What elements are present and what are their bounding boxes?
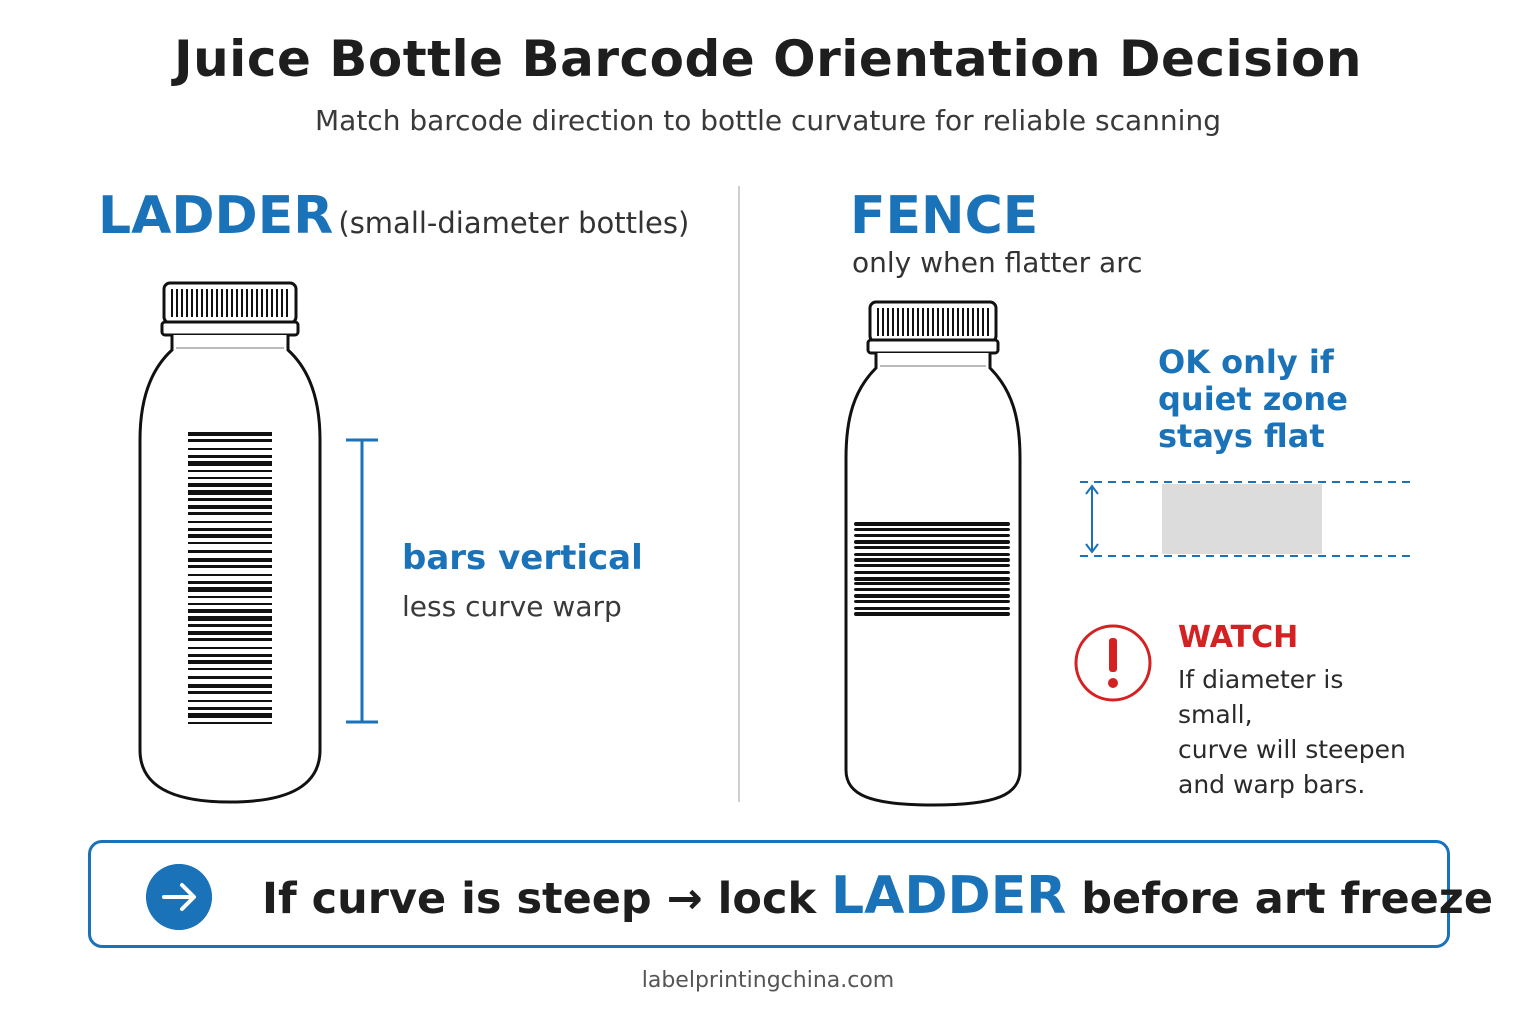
fence-qualifier: only when flatter arc [852, 246, 1143, 279]
barcode-bar [188, 616, 272, 621]
barcode-bar [188, 713, 272, 718]
barcode-bar [188, 707, 272, 710]
watch-line: and warp bars. [1178, 770, 1366, 799]
barcode-bar [188, 603, 272, 605]
watch-line: curve will steepen [1178, 735, 1406, 764]
quiet-zone-diagram [1080, 481, 1410, 557]
ok-note-line: OK only if [1158, 343, 1334, 381]
barcode-bar [188, 432, 272, 436]
barcode-bar [188, 439, 272, 442]
page-title: Juice Bottle Barcode Orientation Decisio… [173, 30, 1362, 88]
barcode-bar [188, 654, 272, 657]
barcode-bar [854, 577, 1010, 581]
quiet-zone-block [1162, 484, 1322, 554]
barcode-bar [188, 581, 272, 584]
callout-part2: before art freeze [1066, 874, 1493, 924]
barcode-bar [854, 546, 1010, 549]
barcode-bar [188, 470, 272, 472]
barcode-bar [854, 607, 1010, 610]
fence-bottle-illustration [844, 300, 1022, 807]
barcode-bar [188, 660, 272, 664]
barcode-bar [188, 542, 272, 544]
barcode-bar [854, 582, 1010, 585]
barcode-bar [188, 609, 272, 613]
barcode-bar [854, 553, 1010, 556]
ok-note-line: quiet zone [1158, 380, 1348, 418]
barcode-bar [188, 505, 272, 509]
watch-body: If diameter is small, curve will steepen… [1178, 662, 1418, 802]
arrow-right-icon [146, 864, 212, 930]
barcode-bar [854, 612, 1010, 616]
barcode-bar [854, 564, 1010, 567]
barcode-bar [188, 668, 272, 670]
barcode-bar [188, 498, 272, 501]
callout-text: If curve is steep → lock LADDER before a… [262, 866, 1493, 926]
section-divider [738, 186, 740, 802]
ok-note-line: stays flat [1158, 417, 1325, 455]
horizontal-barcode [854, 522, 1010, 616]
barcode-bar [188, 550, 272, 553]
ladder-note-body: less curve warp [402, 590, 622, 623]
double-arrow-icon [1085, 484, 1099, 554]
barcode-bar [854, 600, 1010, 603]
barcode-bar [188, 700, 272, 702]
ladder-qualifier: (small-diameter bottles) [338, 206, 690, 240]
barcode-bar [188, 574, 272, 576]
ladder-heading-row: LADDER (small-diameter bottles) [98, 186, 689, 246]
barcode-bar [188, 528, 272, 531]
ladder-heading: LADDER [98, 186, 334, 246]
barcode-bar [188, 647, 272, 649]
barcode-bar [188, 461, 272, 466]
barcode-bar [854, 540, 1010, 544]
barcode-bar [854, 558, 1010, 562]
watch-line: If diameter is small, [1178, 665, 1344, 729]
barcode-bar [188, 638, 272, 641]
barcode-bar [188, 565, 272, 568]
callout-box [88, 840, 1450, 948]
barcode-bar [188, 596, 272, 598]
barcode-bar [188, 490, 272, 495]
barcode-bar [188, 722, 272, 724]
barcode-bar [188, 483, 272, 487]
barcode-bar [188, 587, 272, 592]
barcode-bar [854, 588, 1010, 591]
barcode-bar [188, 558, 272, 562]
barcode-bar [188, 448, 272, 450]
barcode-bar [188, 624, 272, 627]
height-bracket [346, 438, 378, 724]
watch-title: WATCH [1178, 620, 1299, 655]
fence-ok-note: OK only if quiet zone stays flat [1158, 344, 1348, 455]
ladder-bottle-illustration [138, 281, 322, 804]
barcode-bar [854, 534, 1010, 537]
callout-highlight: LADDER [831, 866, 1067, 926]
barcode-bar [188, 631, 272, 635]
barcode-bar [188, 521, 272, 523]
barcode-bar [854, 522, 1010, 526]
barcode-bar [188, 691, 272, 694]
barcode-bar [188, 455, 272, 458]
barcode-bar [188, 477, 272, 479]
barcode-bar [188, 684, 272, 688]
barcode-bar [854, 528, 1010, 531]
callout-part1: If curve is steep → lock [262, 874, 832, 924]
barcode-bar [188, 676, 272, 679]
ladder-note-title: bars vertical [402, 538, 643, 578]
exclamation-circle-icon [1074, 624, 1152, 702]
fence-heading: FENCE [850, 186, 1039, 246]
source-credit: labelprintingchina.com [641, 968, 895, 993]
vertical-barcode [188, 432, 272, 724]
barcode-bar [854, 594, 1010, 598]
barcode-bar [188, 534, 272, 538]
barcode-bar [854, 571, 1010, 574]
barcode-bar [188, 512, 272, 515]
page-subtitle: Match barcode direction to bottle curvat… [315, 104, 1221, 137]
